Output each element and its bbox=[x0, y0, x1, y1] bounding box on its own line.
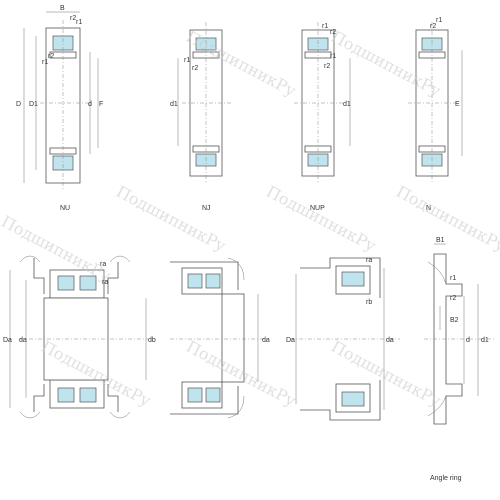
nu-label-r1-b: r1 bbox=[42, 59, 48, 66]
watermark: ПодшипникРу bbox=[263, 182, 379, 256]
watermark: ПодшипникРу bbox=[393, 182, 500, 256]
mounting-3-label-rb: rb bbox=[366, 299, 372, 306]
angle-ring-label-r1: r1 bbox=[450, 275, 456, 282]
nu-label-f: F bbox=[99, 101, 103, 108]
mounting-1-bearing bbox=[20, 269, 148, 409]
nj-label-r2: r2 bbox=[192, 65, 198, 72]
nu-caption: NU bbox=[60, 205, 70, 212]
angle-ring-label-b2: B2 bbox=[450, 317, 459, 324]
angle-ring-label-d1: d1 bbox=[481, 337, 489, 344]
n-label-r1: r1 bbox=[436, 17, 442, 24]
n-label-e: E bbox=[455, 101, 460, 108]
n-label-r2: r2 bbox=[430, 23, 436, 30]
nu-label-d1: D1 bbox=[29, 101, 38, 108]
nu-label-b: B bbox=[60, 5, 65, 12]
mounting-3-label-da-outer: Da bbox=[286, 337, 295, 344]
mounting-2-housing bbox=[170, 257, 245, 419]
mounting-2-bearing bbox=[170, 267, 268, 409]
nup-label-r1-b: r1 bbox=[330, 53, 336, 60]
angle-ring-caption: Angle ring bbox=[430, 475, 462, 482]
n-caption: N bbox=[426, 205, 431, 212]
mounting-3-label-ra: ra bbox=[366, 257, 372, 264]
nj-bearing-section bbox=[182, 22, 232, 184]
nup-bearing-section bbox=[294, 22, 344, 184]
nj-caption: NJ bbox=[202, 205, 211, 212]
diagram-mounting-1: ra ra Da da db bbox=[3, 255, 156, 419]
nu-label-r2-b: r2 bbox=[48, 53, 54, 60]
angle-ring-dimension-lines bbox=[434, 243, 479, 396]
nu-dimension-lines bbox=[23, 11, 99, 183]
mounting-3-label-da-inner: da bbox=[386, 337, 394, 344]
diagram-n: r1 r2 E N bbox=[408, 17, 463, 212]
nj-label-r1: r1 bbox=[184, 57, 190, 64]
mounting-3-bearing bbox=[290, 265, 400, 413]
diagram-angle-ring: B1 r1 r2 B2 d d1 Angle ring bbox=[424, 237, 494, 482]
nup-label-r2-b: r2 bbox=[324, 63, 330, 70]
angle-ring-label-r2: r2 bbox=[450, 295, 456, 302]
nup-label-d1: d1 bbox=[343, 101, 351, 108]
diagram-mounting-2: da bbox=[170, 257, 270, 419]
mounting-3-housing bbox=[300, 257, 381, 421]
mounting-1-label-ra-b: ra bbox=[102, 279, 108, 286]
diagram-nup: r1 r2 r1 r2 d1 NUP bbox=[294, 22, 351, 212]
mounting-1-label-ra-a: ra bbox=[100, 261, 106, 268]
angle-ring-section bbox=[424, 253, 494, 425]
mounting-1-label-db: db bbox=[148, 337, 156, 344]
nu-label-d-outer: D bbox=[16, 101, 21, 108]
nu-label-d-bore: d bbox=[88, 101, 92, 108]
mounting-1-dimension-lines bbox=[9, 270, 147, 408]
n-bearing-section bbox=[408, 22, 458, 184]
diagram-mounting-3: ra rb Da da bbox=[286, 257, 400, 421]
mounting-3-dimension-lines bbox=[295, 268, 385, 410]
nup-label-r1-a: r1 bbox=[322, 23, 328, 30]
nu-label-r2-a: r2 bbox=[70, 15, 76, 22]
nu-label-r1-a: r1 bbox=[76, 19, 82, 26]
mounting-1-label-da-outer: Da bbox=[3, 337, 12, 344]
angle-ring-label-d: d bbox=[466, 337, 470, 344]
nup-caption: NUP bbox=[310, 205, 325, 212]
nj-label-d1: d1 bbox=[170, 101, 178, 108]
nu-bearing-section bbox=[40, 20, 88, 190]
mounting-2-label-da: da bbox=[262, 337, 270, 344]
mounting-1-label-da-inner: da bbox=[19, 337, 27, 344]
nup-label-r2-a: r2 bbox=[330, 29, 336, 36]
diagram-nj: r1 r2 d1 NJ bbox=[170, 22, 232, 212]
watermark: ПодшипникРу bbox=[113, 182, 229, 256]
diagram-nu: B r1 r2 r1 r2 D D1 d F NU bbox=[16, 5, 103, 212]
mounting-1-housing bbox=[19, 255, 131, 419]
angle-ring-label-b1: B1 bbox=[436, 237, 445, 244]
